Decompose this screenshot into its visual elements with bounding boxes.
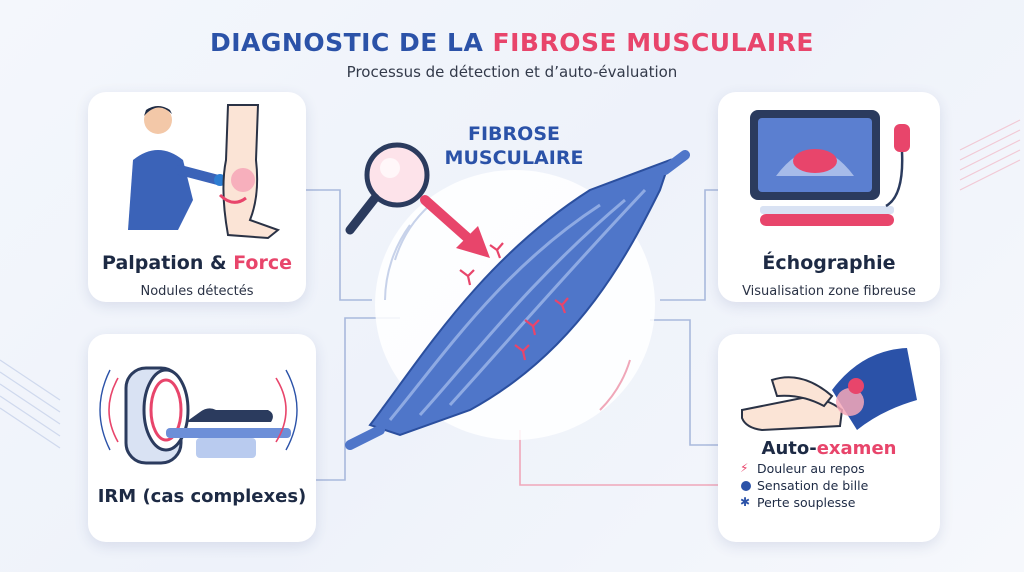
card-irm: IRM (cas complexes)	[88, 334, 316, 542]
decorative-stripes-right	[959, 119, 1021, 191]
connector-lines	[305, 189, 718, 486]
palpation-title-main: Palpation &	[102, 252, 234, 274]
autoexamen-title-accent: examen	[816, 438, 897, 459]
ultrasound-illustration	[750, 110, 910, 226]
self-exam-illustration	[741, 348, 917, 432]
checklist-item-label: Perte souplesse	[757, 495, 856, 510]
page-subtitle: Processus de détection et d’auto-évaluat…	[346, 63, 678, 81]
doctor-icon	[128, 106, 226, 230]
mri-machine-icon	[124, 366, 291, 465]
palpation-title: Palpation & Force	[88, 252, 306, 274]
autoexamen-title-main: Auto-	[761, 438, 817, 459]
doctor-palpation-illustration	[128, 104, 281, 240]
title-part-1: DIAGNOSTIC DE LA	[210, 28, 493, 57]
palpation-title-accent: Force	[233, 252, 292, 274]
title-part-2: FIBROSE MUSCULAIRE	[492, 28, 814, 57]
magnetic-waves-icon	[108, 377, 287, 443]
fibrosis-markers	[459, 242, 569, 361]
probe-icon	[885, 124, 910, 208]
checklist-item-label: Sensation de bille	[757, 478, 869, 493]
muscle-illustration	[345, 142, 690, 450]
monitor-icon	[750, 110, 894, 226]
echographie-sub: Visualisation zone fibreuse	[742, 284, 916, 299]
lightning-icon: ⚡	[740, 461, 749, 475]
ball-icon	[741, 480, 751, 491]
mri-illustration	[99, 366, 298, 465]
decorative-stripes-left	[0, 359, 61, 449]
center-label: FIBROSE MUSCULAIRE	[424, 122, 604, 170]
center-label-line-2: MUSCULAIRE	[444, 147, 584, 169]
arrow-icon	[420, 195, 490, 258]
echographie-title: Échographie	[762, 252, 896, 274]
checklist-item: ⚡ Douleur au repos	[740, 460, 868, 477]
irm-title: IRM (cas complexes)	[97, 486, 307, 507]
stretch-figure-icon: ✱	[740, 495, 751, 509]
card-palpation: Palpation & Force Nodules détectés	[88, 92, 306, 302]
arm-icon	[741, 348, 917, 432]
checklist-item: Sensation de bille	[740, 477, 868, 494]
center-label-line-1: FIBROSE	[468, 123, 560, 145]
palpation-sub: Nodules détectés	[140, 284, 254, 299]
checklist-item: ✱ Perte souplesse	[740, 494, 868, 511]
muscle-body	[345, 150, 690, 450]
checklist-item-label: Douleur au repos	[757, 461, 865, 476]
card-echographie: Échographie Visualisation zone fibreuse	[718, 92, 940, 302]
leg-icon	[218, 104, 281, 240]
magnifier-icon	[345, 142, 430, 235]
card-autoexamen: Auto-examen ⚡ Douleur au repos Sensation…	[718, 334, 940, 542]
autoexamen-title: Auto-examen	[718, 438, 940, 459]
autoexamen-checklist: ⚡ Douleur au repos Sensation de bille ✱ …	[740, 460, 868, 511]
page-title: DIAGNOSTIC DE LA FIBROSE MUSCULAIRE	[0, 28, 1024, 57]
